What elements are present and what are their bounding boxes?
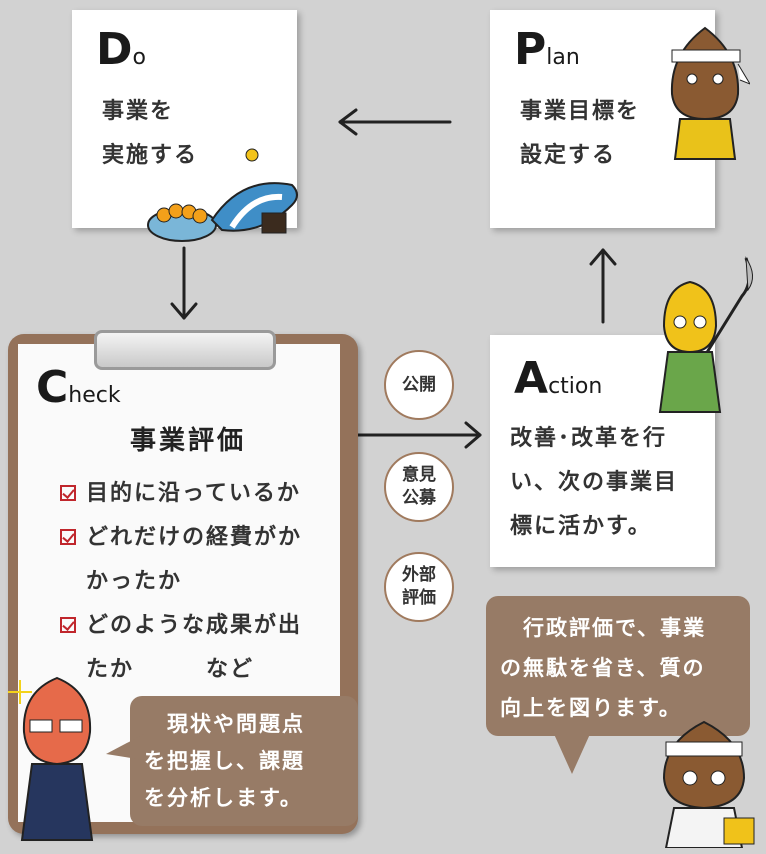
do-heading-rest: o (132, 45, 146, 70)
check-item-line: かったか (86, 569, 183, 594)
check-item: 目的に沿っているか (60, 472, 302, 516)
do-text: 事業を 実施する (102, 90, 198, 178)
check-heading-rest: heck (68, 383, 121, 408)
plan-heading: Plan (514, 24, 580, 75)
bubble-line: の無駄を省き、質の (500, 656, 706, 680)
action-heading: Action (514, 353, 602, 404)
check-title: 事業評価 (130, 426, 247, 456)
checkbox-icon (60, 485, 76, 501)
circle-external-evaluation: 外部評価 (384, 552, 454, 622)
action-speech-bubble: 行政評価で、事業 の無駄を省き、質の 向上を図ります。 (486, 596, 750, 736)
check-letter: C (36, 362, 69, 413)
bubble-line: 行政評価で、事業 (500, 616, 707, 640)
check-list: 目的に沿っているか どれだけの経費がかかったか どのような成果が出たか など (60, 472, 302, 692)
naginata-warrior-mascot-illustration (658, 256, 753, 413)
do-letter: D (96, 24, 133, 75)
check-speech-bubble: 現状や問題点 を把握し、課題 を分析します。 (130, 696, 358, 826)
check-item: どれだけの経費がかかったか (60, 516, 302, 604)
clipboard-clip (94, 330, 276, 370)
do-heading: Do (96, 24, 146, 75)
circle-line: 公開 (402, 374, 436, 395)
action-line: 標に活かす。 (510, 514, 652, 539)
bubble-line: を把握し、課題 (144, 749, 305, 773)
plan-text: 事業目標を 設定する (520, 90, 640, 178)
arrow-action-to-plan (589, 248, 617, 324)
check-item-line: 目的に沿っているか (86, 481, 301, 506)
action-line: い、次の事業目 (510, 470, 679, 495)
bubble-line: を分析します。 (144, 786, 303, 810)
fish-mascot-illustration (147, 148, 298, 242)
plan-heading-rest: lan (546, 45, 580, 70)
do-card: Do 事業を 実施する (72, 10, 298, 242)
check-item: どのような成果が出たか など (60, 604, 302, 692)
circle-disclosure: 公開 (384, 350, 454, 420)
plan-card: Plan 事業目標を 設定する (490, 10, 715, 228)
check-item-line: たか など (86, 657, 255, 682)
checkbox-icon (60, 529, 76, 545)
check-bubble-tail (106, 734, 144, 760)
circle-public-comment: 意見公募 (384, 452, 454, 522)
check-item-line: どのような成果が出 (86, 613, 303, 638)
circle-line: 外部 (402, 565, 436, 585)
bubble-line: 現状や問題点 (144, 712, 305, 736)
arrow-check-to-action (354, 421, 482, 449)
action-line: 改善･改革を行 (510, 426, 668, 451)
action-text: 改善･改革を行 い、次の事業目 標に活かす。 (510, 417, 678, 549)
action-letter: A (514, 353, 549, 404)
circle-line: 評価 (402, 588, 436, 608)
chestnut-chef-mascot-illustration (662, 720, 755, 848)
fish-lady-mascot-illustration (8, 676, 94, 841)
check-item-line: どれだけの経費がか (86, 525, 303, 550)
chestnut-samurai-mascot-illustration (670, 26, 750, 160)
action-heading-rest: ction (548, 374, 603, 399)
plan-line: 事業目標を (520, 99, 641, 124)
action-bubble-tail (554, 734, 590, 774)
arrow-do-to-check (170, 246, 198, 320)
bubble-line: 向上を図ります。 (500, 696, 682, 720)
do-line: 実施する (102, 143, 199, 168)
checkbox-icon (60, 617, 76, 633)
circle-line: 意見 (402, 465, 436, 485)
plan-letter: P (514, 24, 547, 75)
arrow-plan-to-do (338, 108, 452, 136)
do-line: 事業を (102, 99, 175, 124)
check-heading: Check (36, 362, 121, 413)
circle-line: 公募 (402, 488, 436, 508)
plan-line: 設定する (520, 143, 617, 168)
